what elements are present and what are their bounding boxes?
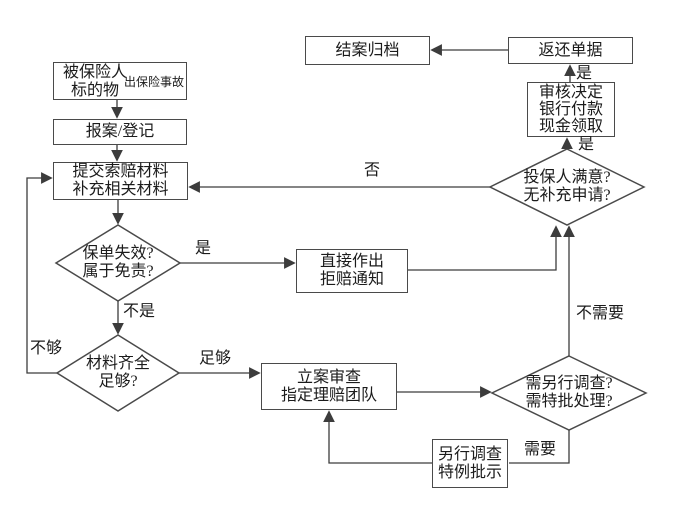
edge-investigation-need-to-special	[509, 430, 570, 464]
node-report-label: 报案/登记	[85, 123, 155, 140]
node-submit-materials-label: 提交索赔材料 补充相关材料	[72, 163, 169, 198]
edge-label-investigation-no-need: 不需要	[576, 305, 625, 322]
decision-materials-complete-shape	[55, 334, 181, 412]
edge-label-satisfied-yes: 是	[578, 136, 595, 153]
decision-applicant-satisfied-shape	[488, 148, 646, 226]
node-insured-side-note: 出保险事故	[123, 75, 184, 89]
edge-label-materials-sufficient: 足够	[199, 350, 232, 367]
node-policy-invalid-label: 保单失效? 属于免责?	[82, 245, 154, 280]
node-return-documents: 返还单据	[508, 37, 633, 64]
node-materials-complete-label: 材料齐全 足够?	[85, 355, 150, 390]
node-reject-notice: 直接作出 拒赔通知	[296, 249, 408, 293]
node-audit-payment-label: 审核决定 银行付款 现金领取	[538, 84, 603, 135]
node-special-investigation-label: 另行调查 特例批示	[437, 445, 502, 481]
node-report: 报案/登记	[53, 119, 187, 145]
edge-label-investigation-need: 需要	[524, 441, 557, 458]
node-submit-materials: 提交索赔材料 补充相关材料	[53, 162, 188, 200]
node-case-review: 立案审查 指定理赔团队	[261, 363, 397, 410]
edge-label-satisfied-no: 否	[364, 162, 381, 179]
edge-label-policy-no: 不是	[123, 303, 156, 320]
node-close-archive-label: 结案归档	[335, 41, 400, 59]
edge-special-to-review	[323, 410, 432, 464]
node-return-documents-label: 返还单据	[538, 41, 603, 59]
edge-label-policy-yes: 是	[195, 240, 212, 257]
node-reject-notice-label: 直接作出 拒赔通知	[319, 253, 384, 288]
edge-materials-insufficient-loop	[26, 172, 57, 374]
node-special-investigation: 另行调查 特例批示	[432, 439, 508, 488]
node-insured-label: 被保险人 标的物	[62, 64, 127, 99]
edge-label-audit-approved: 是	[576, 65, 593, 82]
node-need-investigation-label: 需另行调查? 需特批处理?	[525, 375, 613, 410]
node-applicant-satisfied-label: 投保人满意? 无补充申请?	[523, 169, 611, 204]
node-insured: 被保险人 标的物 出保险事故	[53, 62, 187, 100]
node-case-review-label: 立案审查 指定理赔团队	[280, 368, 377, 404]
edge-reject-to-satisfied	[408, 225, 562, 271]
node-audit-payment: 审核决定 银行付款 现金领取	[527, 82, 615, 137]
edge-label-materials-insufficient: 不够	[30, 340, 63, 357]
node-close-archive: 结案归档	[305, 36, 430, 65]
